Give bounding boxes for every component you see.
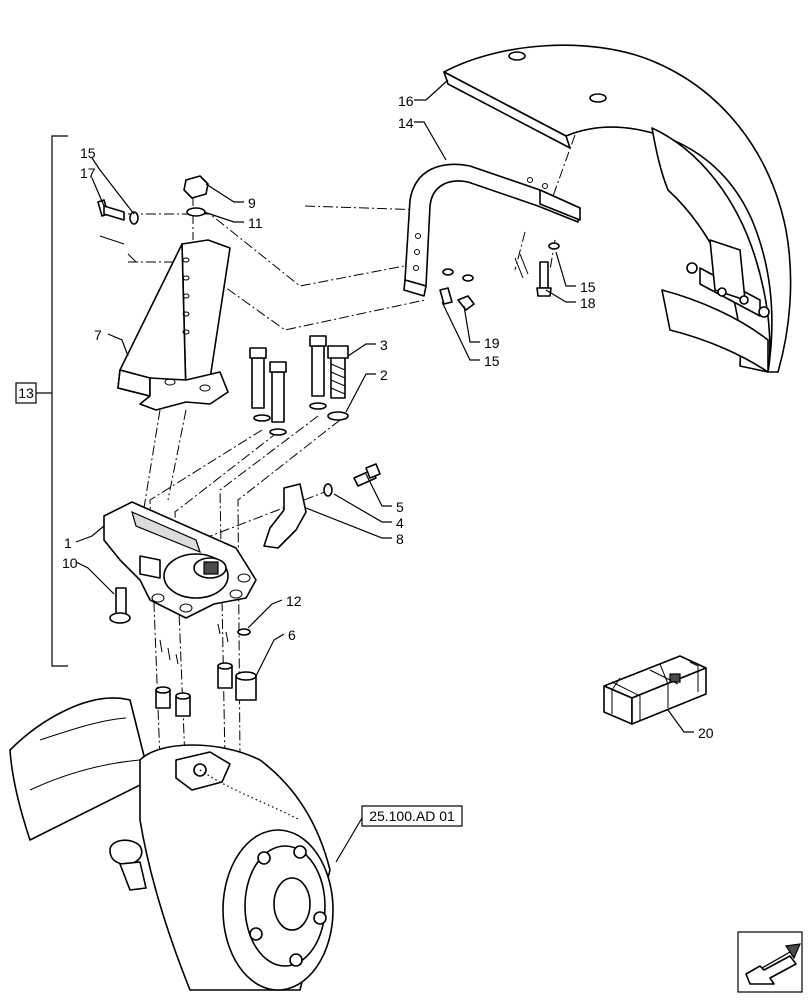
callout-10: 10 [62,555,78,571]
callout-2: 2 [380,367,388,383]
fender [443,44,792,373]
long-bolts [249,335,349,436]
callout-3: 3 [380,337,388,353]
arrow-icon[interactable] [737,931,803,993]
bracket-hardware [97,175,209,263]
arm-hardware [439,242,560,311]
callout-13: 13 [18,385,34,401]
support-bolt [109,587,131,624]
mounting-bracket [117,239,231,411]
assembly-lines [128,134,576,761]
callout-8: 8 [396,531,404,547]
reference-label: 25.100.AD 01 [369,808,455,824]
callout-14: 14 [398,115,414,131]
callout-19: 19 [484,335,500,351]
group-bracket-13: 13 [15,135,68,667]
lock-plate [263,463,381,549]
crate-icon [603,655,707,725]
callout-leaders [75,79,694,733]
bushings [155,623,257,717]
callout-5: 5 [396,499,404,515]
callout-9: 9 [248,195,256,211]
callout-15-top: 15 [80,145,96,161]
callout-18: 18 [580,295,596,311]
callout-17: 17 [80,165,96,181]
callout-16: 16 [398,93,414,109]
callout-11: 11 [248,215,263,231]
axle-assembly [9,697,334,991]
callout-1: 1 [64,535,72,551]
callout-20: 20 [698,725,714,741]
fender-arm [403,163,581,297]
callout-15-mid: 15 [484,353,500,369]
callout-7: 7 [94,327,102,343]
callout-15-right: 15 [580,279,596,295]
callout-6: 6 [288,627,296,643]
callout-4: 4 [396,515,404,531]
reference-link[interactable]: 25.100.AD 01 [335,805,463,863]
callout-12: 12 [286,593,302,609]
axle-support [103,501,257,619]
callout-numbers: 15 17 9 11 16 14 15 18 19 15 7 3 2 5 4 8… [62,93,714,741]
